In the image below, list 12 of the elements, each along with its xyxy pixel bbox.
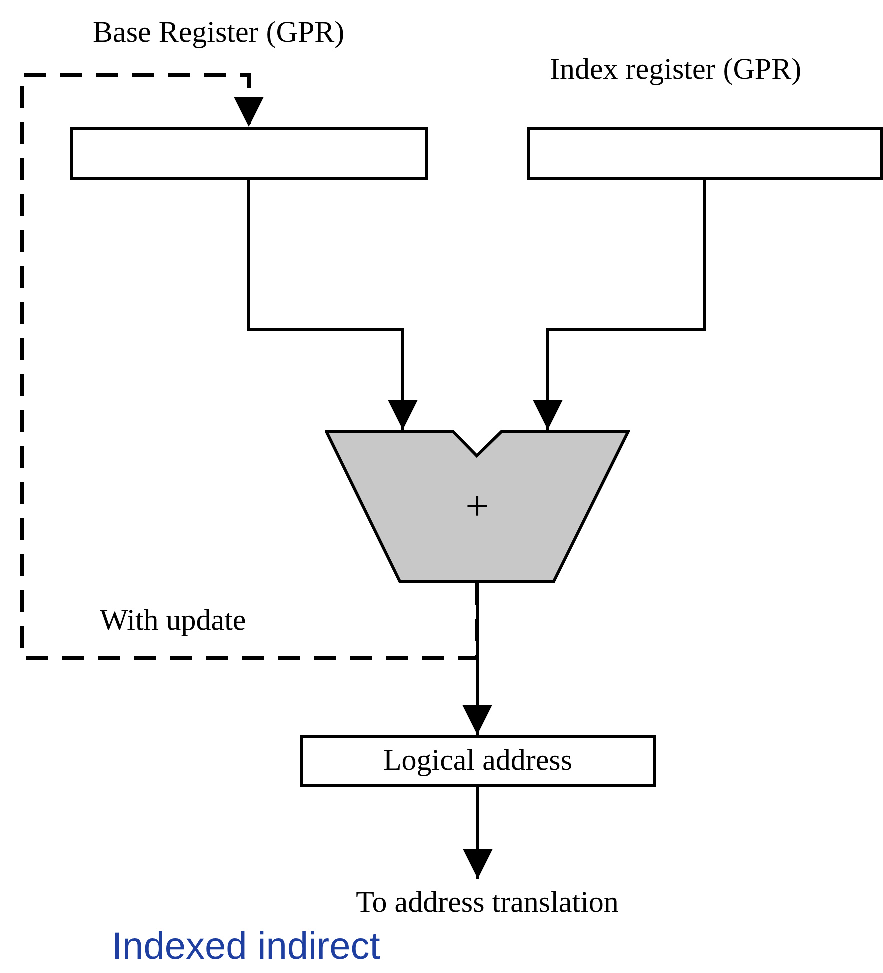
dashed-arrow bbox=[20, 73, 480, 660]
address-label: Logical address bbox=[383, 743, 573, 779]
arrow bbox=[463, 787, 493, 879]
register-label: Base Register (GPR) bbox=[93, 15, 345, 51]
address-box bbox=[300, 735, 656, 787]
adder bbox=[325, 430, 630, 583]
register-label: Index register (GPR) bbox=[550, 52, 802, 88]
caption-text: Indexed indirect bbox=[112, 926, 380, 968]
arrow bbox=[533, 180, 706, 430]
output-label: To address translation bbox=[300, 885, 675, 921]
plus-sign: + bbox=[466, 484, 490, 528]
arrow bbox=[248, 180, 418, 430]
